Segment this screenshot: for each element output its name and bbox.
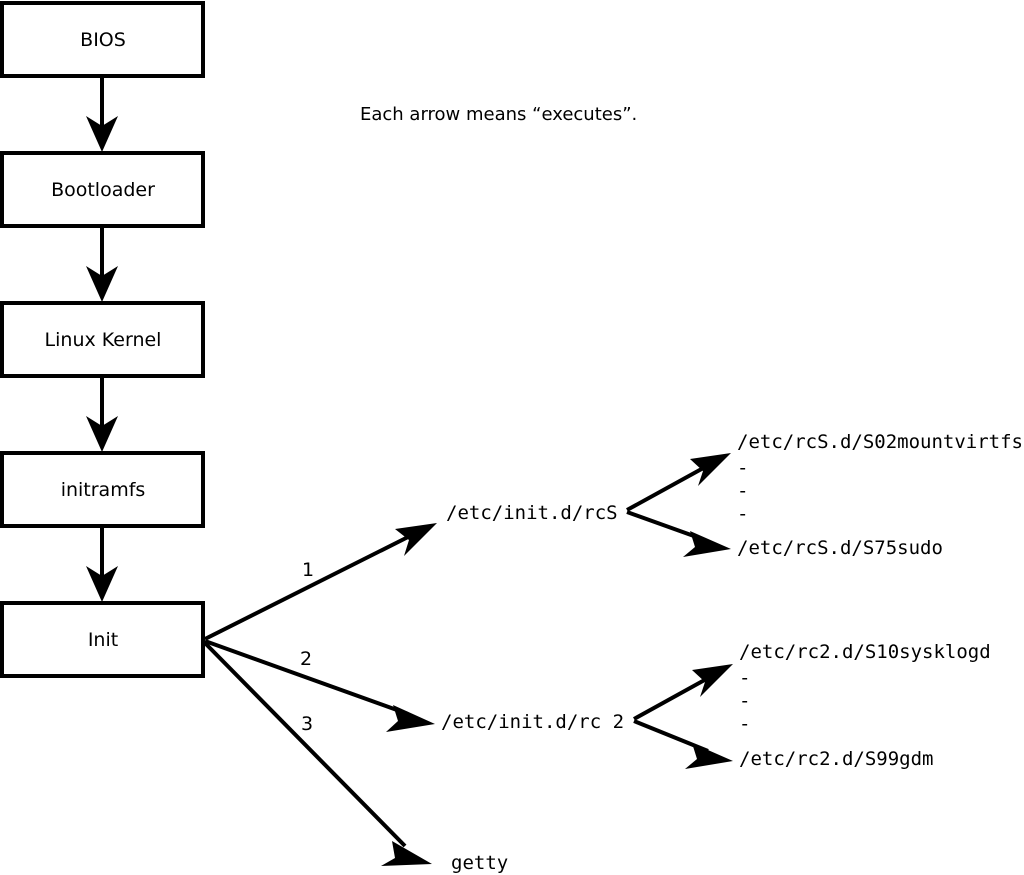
branch-number-2: 2	[300, 648, 312, 670]
arrow-initramfs-to-init	[86, 526, 118, 602]
label-rc2-ellipsis-1: -	[739, 667, 750, 689]
label-rc2-last-script: /etc/rc2.d/S99gdm	[739, 748, 933, 770]
label-rcs-last-script: /etc/rcS.d/S75sudo	[737, 537, 943, 559]
box-bios-label: BIOS	[80, 29, 126, 51]
arrow-rc2-to-first-script	[633, 664, 733, 721]
arrow-init-to-rc2	[204, 639, 435, 732]
box-bootloader[interactable]: Bootloader	[0, 151, 205, 228]
box-linux-kernel[interactable]: Linux Kernel	[0, 301, 205, 378]
arrow-bootloader-to-kernel	[86, 226, 118, 302]
box-initramfs-label: initramfs	[61, 479, 146, 501]
label-rc2-ellipsis-3: -	[739, 713, 750, 735]
label-rcs-ellipsis-3: -	[737, 503, 748, 525]
label-getty: getty	[451, 852, 508, 874]
arrow-bios-to-bootloader	[86, 76, 118, 152]
arrow-kernel-to-initramfs	[86, 376, 118, 452]
label-rcs-ellipsis-1: -	[737, 457, 748, 479]
label-rcs-ellipsis-2: -	[737, 480, 748, 502]
arrow-rcs-to-first-script	[626, 453, 731, 512]
label-rc2-first-script: /etc/rc2.d/S10sysklogd	[739, 641, 991, 663]
label-init-d-rcs: /etc/init.d/rcS	[446, 502, 618, 524]
branch-number-1: 1	[302, 559, 314, 581]
arrow-rc2-to-last-script	[633, 719, 733, 769]
box-bootloader-label: Bootloader	[51, 179, 155, 201]
box-linux-kernel-label: Linux Kernel	[45, 329, 162, 351]
arrow-rcs-to-last-script	[626, 510, 731, 557]
box-init[interactable]: Init	[0, 601, 205, 678]
box-init-label: Init	[88, 629, 118, 651]
box-initramfs[interactable]: initramfs	[0, 451, 205, 528]
label-rc2-ellipsis-2: -	[739, 690, 750, 712]
label-rcs-first-script: /etc/rcS.d/S02mountvirtfs	[737, 431, 1023, 453]
branch-number-3: 3	[301, 713, 313, 735]
arrow-init-to-getty	[203, 641, 432, 866]
label-init-d-rc2: /etc/init.d/rc 2	[441, 711, 624, 733]
diagram-caption: Each arrow means “executes”.	[360, 104, 637, 125]
box-bios[interactable]: BIOS	[0, 1, 205, 78]
arrow-init-to-rcs	[204, 523, 437, 641]
